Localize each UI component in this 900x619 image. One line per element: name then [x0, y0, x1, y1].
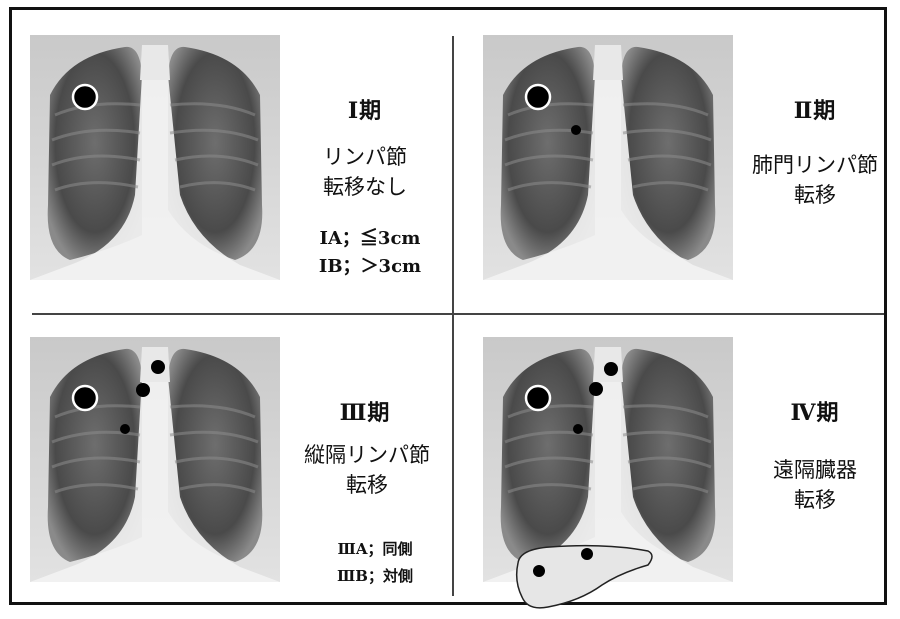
vertical-divider [452, 36, 454, 596]
stage-3a-label: ⅢA；同側 [300, 537, 450, 561]
primary-tumor-marker [526, 85, 550, 109]
primary-tumor-marker [526, 386, 550, 410]
stage-4-title: Ⅳ期 [760, 395, 870, 427]
stage-1b-label: ⅠB；＞3cm [290, 254, 450, 280]
mediastinal-lymph-node-marker [589, 382, 603, 396]
liver-icon [510, 535, 660, 613]
stage-3-description: 縦隔リンパ節 転移 [282, 440, 452, 500]
mediastinal-lymph-node-marker [136, 383, 150, 397]
stage-4-description: 遠隔臓器 転移 [745, 455, 885, 515]
hilar-lymph-node-marker [120, 424, 130, 434]
stage-1-title: Ⅰ期 [310, 93, 420, 125]
stage-2-title: Ⅱ期 [760, 93, 870, 125]
stage-2-description: 肺門リンパ節 転移 [735, 150, 895, 210]
chest-xray-stage-2 [483, 35, 733, 280]
liver-metastasis-marker [533, 565, 545, 577]
horizontal-divider [32, 313, 884, 315]
hilar-lymph-node-marker [571, 125, 581, 135]
stage-1-description: リンパ節 転移なし [290, 142, 440, 202]
stage-3b-label: ⅢB；対側 [300, 564, 450, 588]
hilar-lymph-node-marker [573, 424, 583, 434]
chest-xray-stage-1 [30, 35, 280, 280]
stage-3-title: Ⅲ期 [310, 395, 420, 427]
chest-xray-stage-3 [30, 337, 280, 582]
primary-tumor-marker [73, 386, 97, 410]
mediastinal-lymph-node-marker [604, 362, 618, 376]
primary-tumor-marker [73, 85, 97, 109]
mediastinal-lymph-node-marker [151, 360, 165, 374]
stage-1a-label: ⅠA；≦3cm [290, 226, 450, 252]
liver-metastasis-marker [581, 548, 593, 560]
